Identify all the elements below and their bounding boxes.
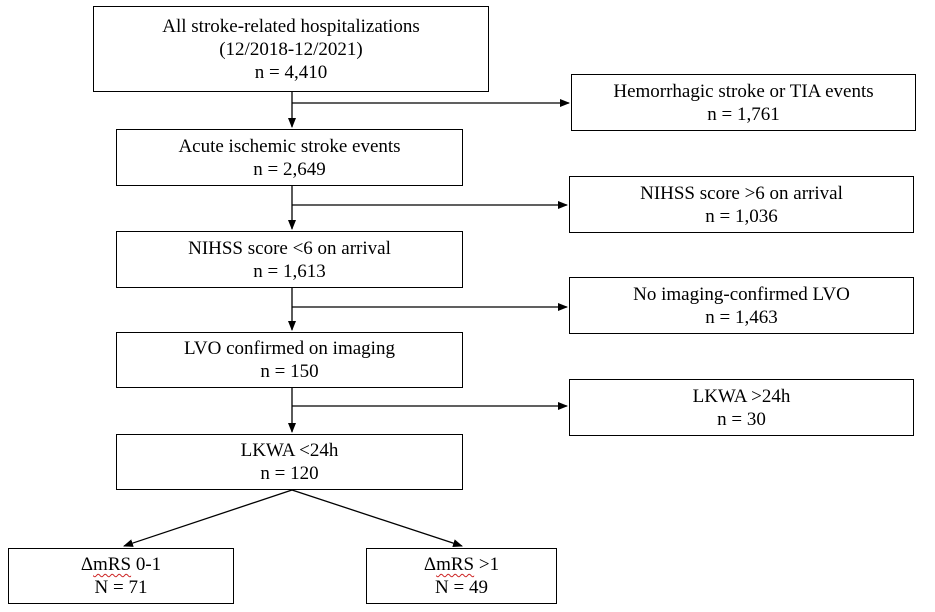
box-line: NIHSS score <6 on arrival xyxy=(188,237,391,259)
box-line: No imaging-confirmed LVO xyxy=(633,283,850,305)
box-count: n = 4,410 xyxy=(254,61,328,83)
box-exclusion-lkwa-high: LKWA >24h n = 30 xyxy=(569,379,914,436)
box-line: Acute ischemic stroke events xyxy=(178,135,401,157)
box-count: n = 1,036 xyxy=(705,205,778,227)
box-outcome-mrs-poor: ΔmRS >1 N = 49 xyxy=(366,548,557,604)
box-all-hospitalizations: All stroke-related hospitalizations (12/… xyxy=(93,6,489,92)
box-acute-ischemic: Acute ischemic stroke events n = 2,649 xyxy=(116,129,463,186)
box-lvo-confirmed: LVO confirmed on imaging n = 150 xyxy=(116,332,463,388)
box-count: n = 1,613 xyxy=(253,260,326,282)
box-count: n = 120 xyxy=(260,463,319,484)
box-count: n = 30 xyxy=(717,408,766,430)
box-count: n = 1,463 xyxy=(705,306,778,328)
box-count: n = 1,761 xyxy=(707,103,780,125)
arrow-to-mrs-poor xyxy=(291,489,463,547)
box-nihss-low: NIHSS score <6 on arrival n = 1,613 xyxy=(116,231,463,288)
box-line: ΔmRS 0-1 xyxy=(80,554,162,575)
box-outcome-mrs-good: ΔmRS 0-1 N = 71 xyxy=(8,548,234,604)
box-line: ΔmRS >1 xyxy=(423,554,500,575)
box-count: n = 150 xyxy=(260,361,319,382)
box-exclusion-hemorrhagic: Hemorrhagic stroke or TIA events n = 1,7… xyxy=(571,74,916,131)
box-count: N = 71 xyxy=(94,577,148,598)
box-count: n = 2,649 xyxy=(253,158,326,180)
box-line: (12/2018-12/2021) xyxy=(219,38,363,60)
box-lkwa-low: LKWA <24h n = 120 xyxy=(116,434,463,490)
box-line: LVO confirmed on imaging xyxy=(184,338,395,359)
box-count: N = 49 xyxy=(435,577,488,598)
box-line: Hemorrhagic stroke or TIA events xyxy=(613,80,874,102)
box-line: All stroke-related hospitalizations xyxy=(162,15,420,37)
box-line: LKWA <24h xyxy=(240,440,339,461)
box-exclusion-no-lvo: No imaging-confirmed LVO n = 1,463 xyxy=(569,277,914,334)
box-line: NIHSS score >6 on arrival xyxy=(640,182,843,204)
box-line: LKWA >24h xyxy=(692,385,791,407)
arrow-to-mrs-good xyxy=(123,489,293,547)
box-exclusion-nihss-high: NIHSS score >6 on arrival n = 1,036 xyxy=(569,176,914,233)
